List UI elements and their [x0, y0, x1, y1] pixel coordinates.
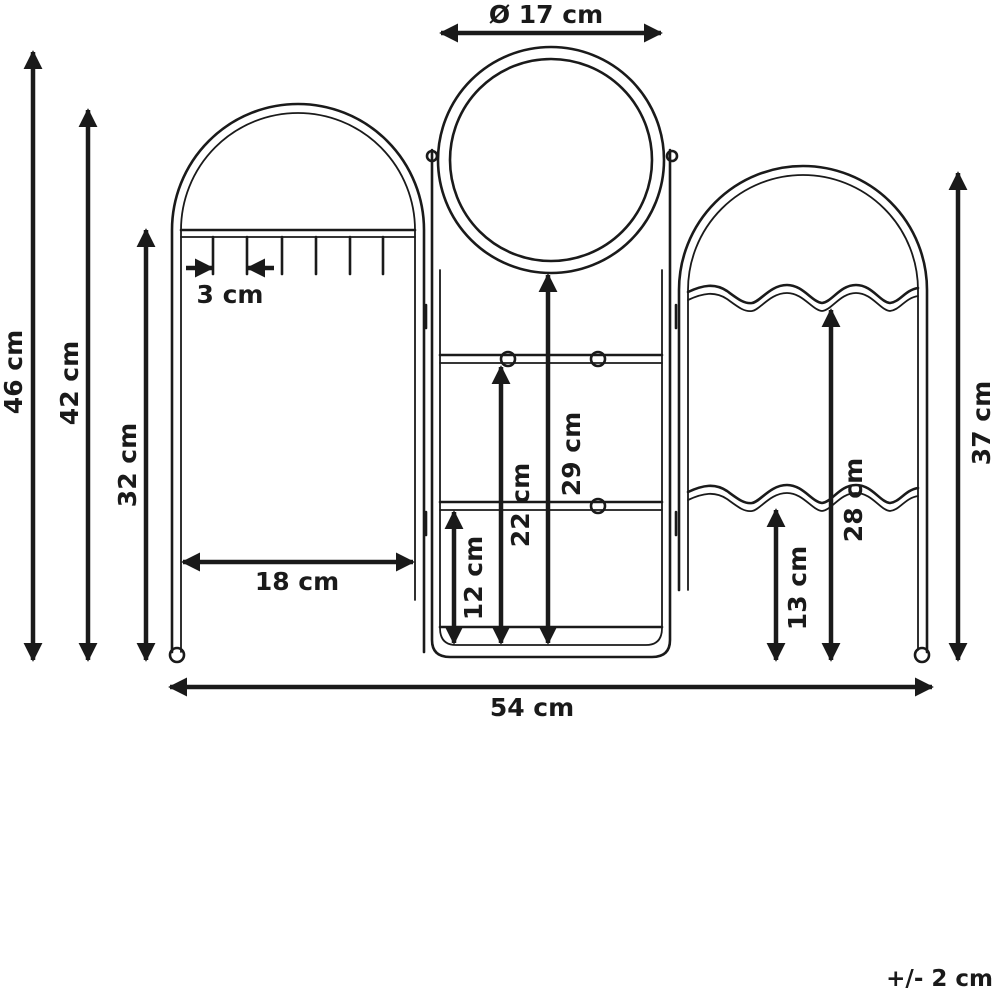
upper-shelf-height-label: 22 cm	[506, 463, 535, 547]
tolerance-note: +/- 2 cm	[886, 966, 993, 992]
lower-wave-bar	[686, 483, 920, 505]
right-panel-foot-ball	[913, 646, 931, 664]
center-panel-inner-frame	[439, 269, 663, 646]
hooks	[211, 235, 385, 276]
right-panel-inner-arch	[687, 174, 919, 651]
mirror-diameter-label: Ø 17 cm	[489, 0, 603, 29]
left-panel-inner-arch	[180, 112, 416, 653]
mirror-outer-ring	[436, 45, 666, 275]
mirror-pivot	[665, 149, 679, 163]
upper-wave-height-label: 28 cm	[839, 458, 868, 542]
mirror-inner-ring	[448, 57, 654, 263]
right-panel-outer-arch	[677, 164, 929, 654]
center-mirror-panel	[425, 45, 679, 659]
center-panel-frame	[430, 148, 672, 659]
dimension-lines	[23, 23, 968, 697]
dimension-labels: 46 cm 42 cm 32 cm 3 cm 18 cm Ø 17 cm 29 …	[0, 0, 996, 722]
left-width-label: 18 cm	[255, 567, 339, 596]
left-height-label: 42 cm	[55, 341, 84, 425]
lower-shelf-height-label: 12 cm	[459, 536, 488, 620]
left-bar-height-label: 32 cm	[113, 423, 142, 507]
upper-wave-bar-lower	[687, 292, 919, 312]
left-arched-panel	[168, 102, 428, 664]
lower-wave-bar-lower	[687, 492, 919, 512]
right-arched-panel	[674, 164, 931, 664]
right-height-label: 37 cm	[967, 381, 996, 465]
left-panel-outer-arch	[170, 102, 426, 654]
mirror-pivot	[425, 149, 439, 163]
hook-spacing-label: 3 cm	[197, 280, 264, 309]
lower-wave-height-label: 13 cm	[783, 546, 812, 630]
total-height-label: 46 cm	[0, 330, 28, 414]
shelf-knob	[589, 350, 607, 368]
shelf-knob	[589, 497, 607, 515]
total-width-label: 54 cm	[490, 693, 574, 722]
mirror-height-label: 29 cm	[557, 412, 586, 496]
left-panel-foot-ball	[168, 646, 186, 664]
upper-wave-bar	[686, 283, 920, 305]
